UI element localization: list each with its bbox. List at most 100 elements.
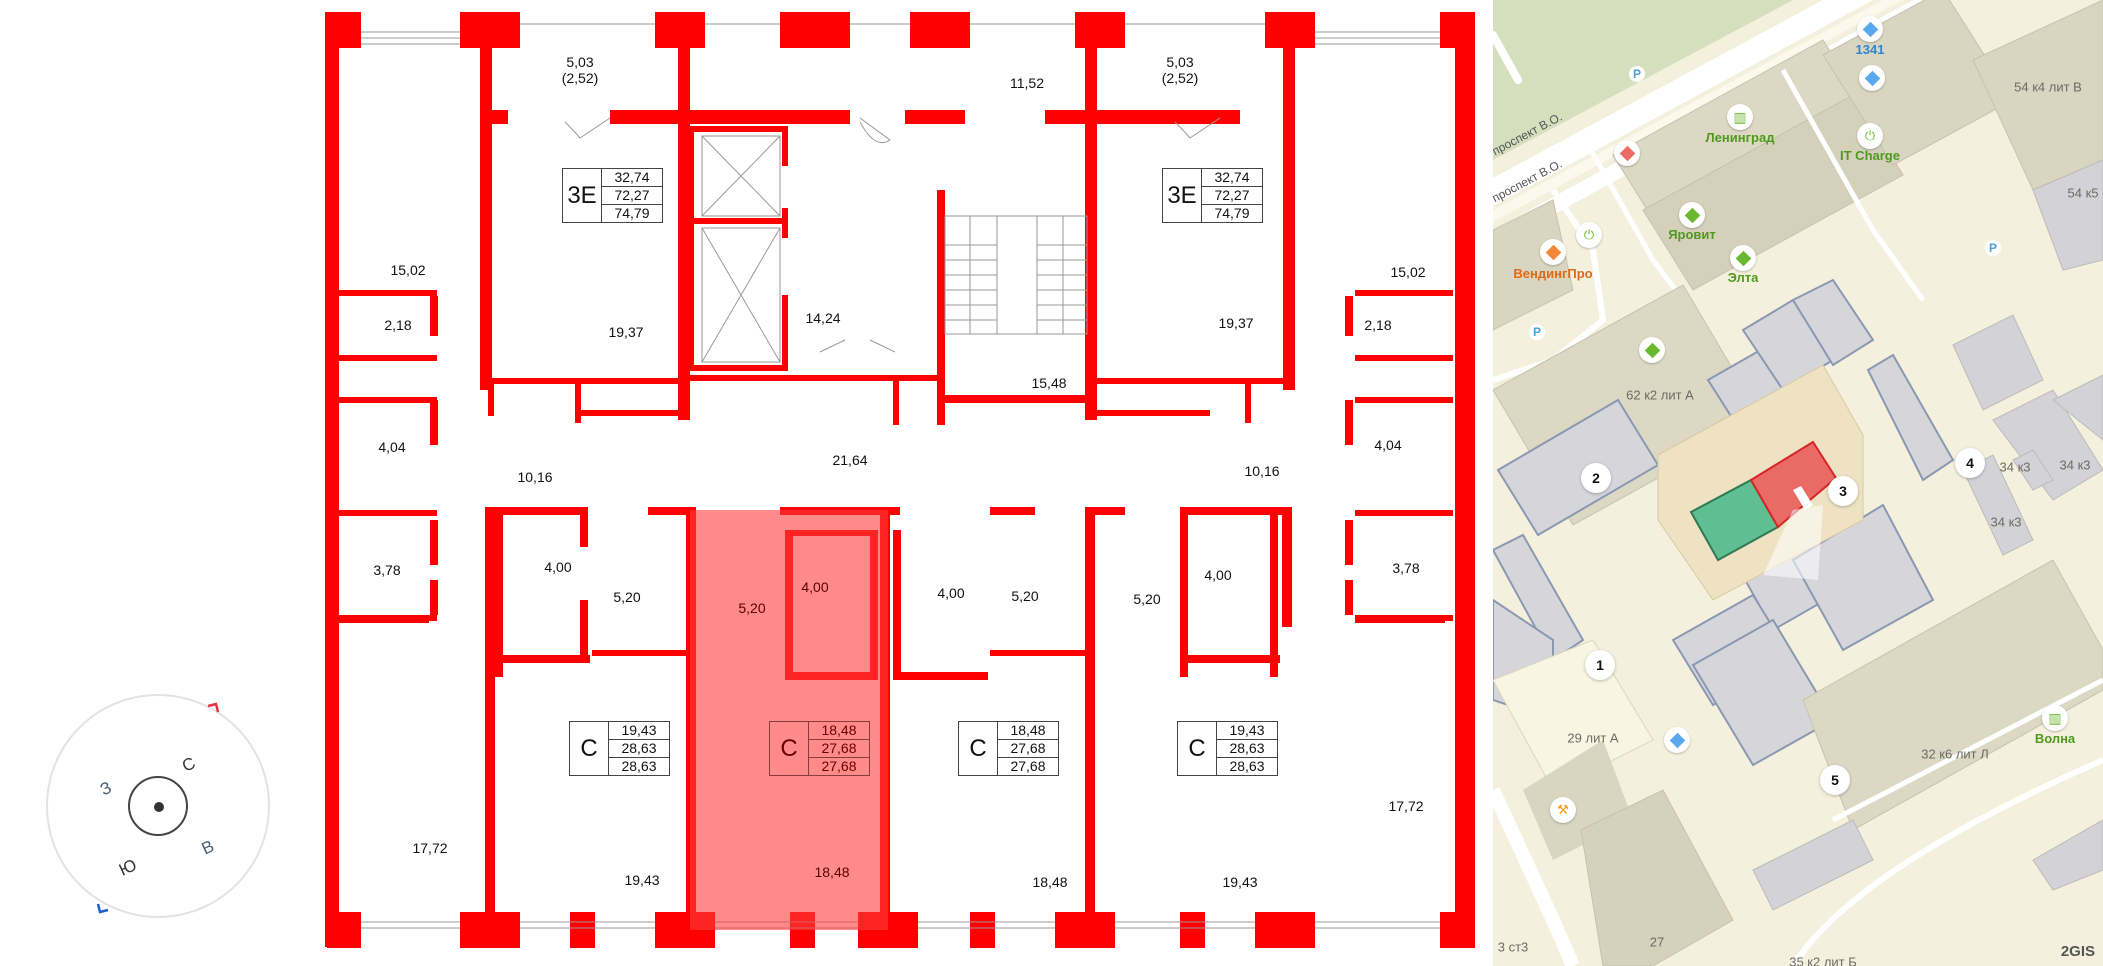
room-area-kitchen-left: 19,37: [608, 323, 644, 340]
parking-icon[interactable]: P: [1529, 324, 1545, 340]
room-area-elevator-lobby: 14,24: [805, 309, 841, 326]
room-area-loggia-center: 11,52: [1010, 74, 1044, 91]
location-map[interactable]: проспект В.О. проспект В.О. P P P 1341 ▥…: [1493, 0, 2103, 966]
unit-card-c1[interactable]: C 19,43 28,63 28,63: [569, 721, 670, 776]
unit-total-area: 28,63: [609, 740, 669, 758]
dumbbell-icon: ⚒: [1557, 802, 1569, 817]
poi-pin-yarovit[interactable]: [1679, 202, 1705, 228]
parking-icon[interactable]: P: [1985, 240, 2001, 256]
room-area-bath-c3: 4,00: [937, 584, 965, 601]
poi-label[interactable]: Ленинград: [1705, 130, 1775, 145]
poi-pin-vendingpro[interactable]: [1540, 239, 1566, 265]
building-icon: ▥: [1733, 108, 1747, 125]
unit-total-area: 28,63: [1217, 740, 1277, 758]
poi-label[interactable]: 1341: [1855, 42, 1885, 57]
room-area-bath-c2: 4,00: [801, 578, 829, 595]
gym-pin[interactable]: ⚒: [1550, 797, 1576, 823]
building-marker-5[interactable]: 5: [1820, 765, 1850, 795]
unit-total-area: 72,27: [1202, 187, 1262, 205]
unit-total-area-with-balcony: 27,68: [1010, 758, 1046, 774]
poi-pin-volna[interactable]: ▥: [2042, 705, 2068, 731]
poi-label[interactable]: IT Charge: [1840, 148, 1900, 163]
room-area-hall-c2: 5,20: [738, 599, 766, 616]
address-label: 34 к3: [1999, 459, 2031, 475]
compass-ring-icon: [128, 776, 188, 836]
unit-total-area-with-balcony: 27,68: [821, 758, 857, 774]
ev-charger-pin[interactable]: ⏻: [1576, 222, 1602, 248]
building-icon: ▥: [2048, 709, 2062, 726]
room-area-stairwell: 15,48: [1031, 374, 1067, 391]
room-area-bath-right: 4,04: [1374, 436, 1402, 453]
unit-total-area: 27,68: [809, 740, 869, 758]
diamond-icon: [1669, 732, 1685, 748]
unit-card-c2-selected[interactable]: C 18,48 27,68 27,68: [769, 721, 870, 776]
unit-total-area-with-balcony: 74,79: [1214, 205, 1250, 221]
poi-pin-elta[interactable]: [1730, 245, 1756, 271]
diamond-icon: [1862, 21, 1878, 37]
poi-pin-it-charge[interactable]: ⏻: [1857, 123, 1883, 149]
diamond-icon: [1864, 70, 1880, 86]
building-marker-3[interactable]: 3: [1828, 476, 1858, 506]
unit-type: C: [1178, 722, 1217, 775]
map-logo[interactable]: 2GIS: [2060, 943, 2095, 960]
parking-icon[interactable]: P: [1629, 66, 1645, 82]
poi-label[interactable]: Волна: [2034, 731, 2076, 746]
address-label: 54 к5: [2067, 185, 2099, 201]
unit-total-area: 27,68: [998, 740, 1058, 758]
unit-highlight[interactable]: [690, 510, 888, 930]
diamond-icon: [1684, 207, 1700, 223]
diamond-icon: [1644, 342, 1660, 358]
unit-total-area-with-balcony: 28,63: [621, 758, 657, 774]
poi-label[interactable]: Элта: [1727, 270, 1759, 285]
building-marker-1[interactable]: 1: [1585, 650, 1615, 680]
poi-pin-1341[interactable]: [1857, 16, 1883, 42]
diamond-icon: [1735, 250, 1751, 266]
diamond-icon: [1545, 244, 1561, 260]
room-area-bath-left: 4,04: [378, 438, 406, 455]
unit-living-area: 18,48: [998, 722, 1058, 740]
unit-type: 3E: [563, 169, 602, 222]
poi-label[interactable]: ВендингПро: [1513, 266, 1593, 281]
unit-card-c3[interactable]: C 18,48 27,68 27,68: [958, 721, 1059, 776]
map-canvas: [1493, 0, 2103, 966]
room-area-storage-left: 3,78: [373, 561, 401, 578]
unit-card-3e-left[interactable]: 3E 32,74 72,27 74,79: [562, 168, 663, 223]
address-label: 54 к4 лит В: [2014, 79, 2082, 95]
unit-card-c4[interactable]: C 19,43 28,63 28,63: [1177, 721, 1278, 776]
room-area-hall-c3: 5,20: [1011, 587, 1039, 604]
room-area-wc-right: 2,18: [1364, 316, 1392, 333]
building-marker-4[interactable]: 4: [1955, 448, 1985, 478]
unit-card-3e-right[interactable]: 3E 32,74 72,27 74,79: [1162, 168, 1263, 223]
address-label: 29 лит А: [1567, 730, 1619, 746]
address-label: 34 к3: [2059, 457, 2091, 473]
room-area-corridor: 21,64: [832, 451, 868, 468]
unit-living-area: 19,43: [1217, 722, 1277, 740]
poi-pin[interactable]: [1859, 65, 1885, 91]
poi-label[interactable]: Яровит: [1668, 227, 1716, 242]
address-label: 27: [1649, 934, 1665, 950]
room-area-hall-c4: 5,20: [1133, 590, 1161, 607]
poi-pin[interactable]: [1639, 337, 1665, 363]
room-area-wc-left: 2,18: [384, 316, 412, 333]
unit-living-area: 32,74: [602, 169, 662, 187]
unit-type: C: [770, 722, 809, 775]
poi-pin-leningrad[interactable]: ▥: [1727, 104, 1753, 130]
unit-type: 3E: [1163, 169, 1202, 222]
unit-total-area-with-balcony: 28,63: [1229, 758, 1265, 774]
room-area-hall-left: 10,16: [517, 468, 553, 485]
south-marker-icon: [96, 903, 109, 914]
unit-living-area: 19,43: [609, 722, 669, 740]
poi-pin[interactable]: [1664, 727, 1690, 753]
room-area-bath-c4: 4,00: [1204, 566, 1232, 583]
address-label: 62 к2 лит А: [1626, 387, 1694, 403]
address-label: 3 ст3: [1497, 939, 1529, 955]
room-area-living-c2: 18,48: [814, 863, 850, 880]
unit-living-area: 18,48: [809, 722, 869, 740]
building-marker-2[interactable]: 2: [1581, 463, 1611, 493]
poi-pin[interactable]: [1614, 140, 1640, 166]
floor-plan-walls: [325, 12, 1475, 948]
room-area-room-left-top: 15,02: [390, 261, 426, 278]
room-area-living-c1: 19,43: [624, 871, 660, 888]
unit-type: C: [959, 722, 998, 775]
address-label: 35 к2 лит Б: [1789, 954, 1857, 966]
